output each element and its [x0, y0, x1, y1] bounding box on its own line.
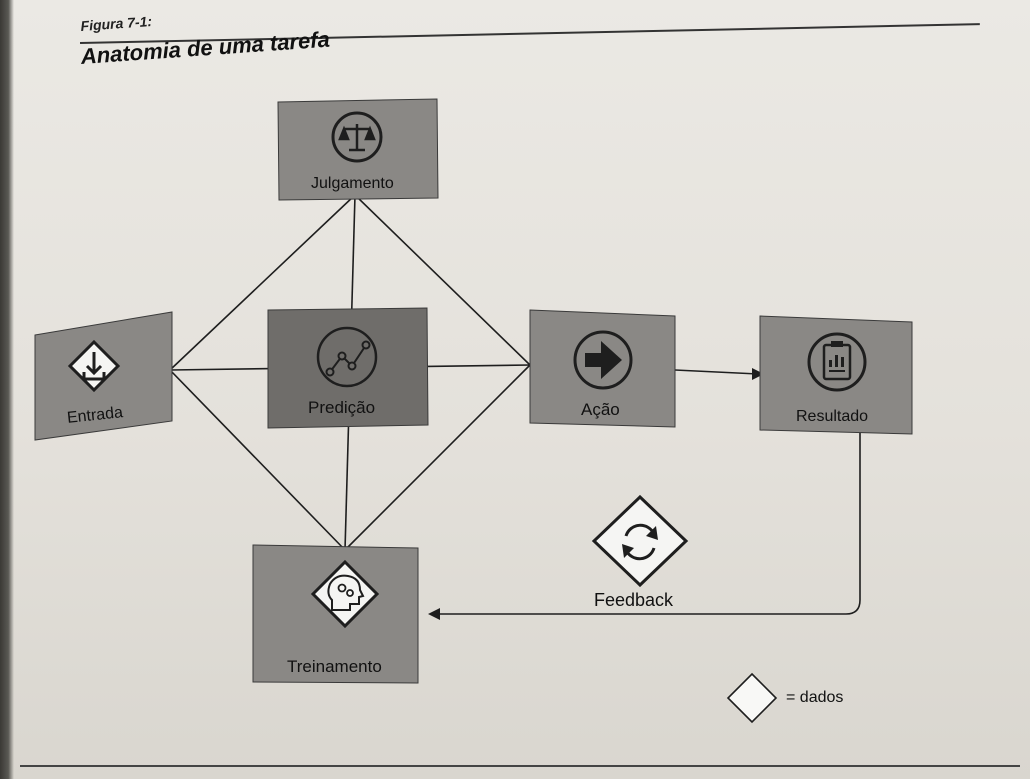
training-node [252, 544, 419, 684]
training-label: Treinamento [287, 657, 382, 676]
arrowhead-result [752, 368, 764, 380]
legend-label: = dados [786, 689, 844, 706]
outcome-label: Resultado [796, 408, 869, 425]
connector-judgment-action [354, 194, 531, 366]
action-label: Ação [581, 400, 620, 419]
outcome-node [759, 315, 913, 435]
arrow-right-icon [573, 330, 633, 390]
feedback-label: Feedback [594, 590, 674, 610]
clipboard-report-icon [807, 332, 867, 392]
download-icon [67, 339, 121, 393]
judgment-label: Julgamento [311, 175, 394, 192]
arrow-action-to-result [674, 369, 759, 375]
bottom-rule [20, 765, 1020, 767]
connector-training-input [169, 369, 346, 551]
head-gears-icon [310, 559, 380, 629]
feedback-node [591, 494, 689, 588]
judgment-node [277, 98, 439, 201]
page-gutter-shadow [0, 0, 14, 779]
feedback-path [436, 430, 861, 615]
refresh-icon [622, 523, 658, 561]
connector-action-training [344, 364, 531, 551]
arrowhead-training [428, 608, 440, 620]
input-node [34, 311, 173, 441]
line-chart-icon [316, 326, 378, 388]
action-node [529, 309, 676, 428]
diamond-icon [726, 672, 778, 724]
prediction-label: Predição [308, 398, 376, 417]
prediction-node [267, 307, 429, 429]
connector-input-judgment [169, 194, 356, 371]
